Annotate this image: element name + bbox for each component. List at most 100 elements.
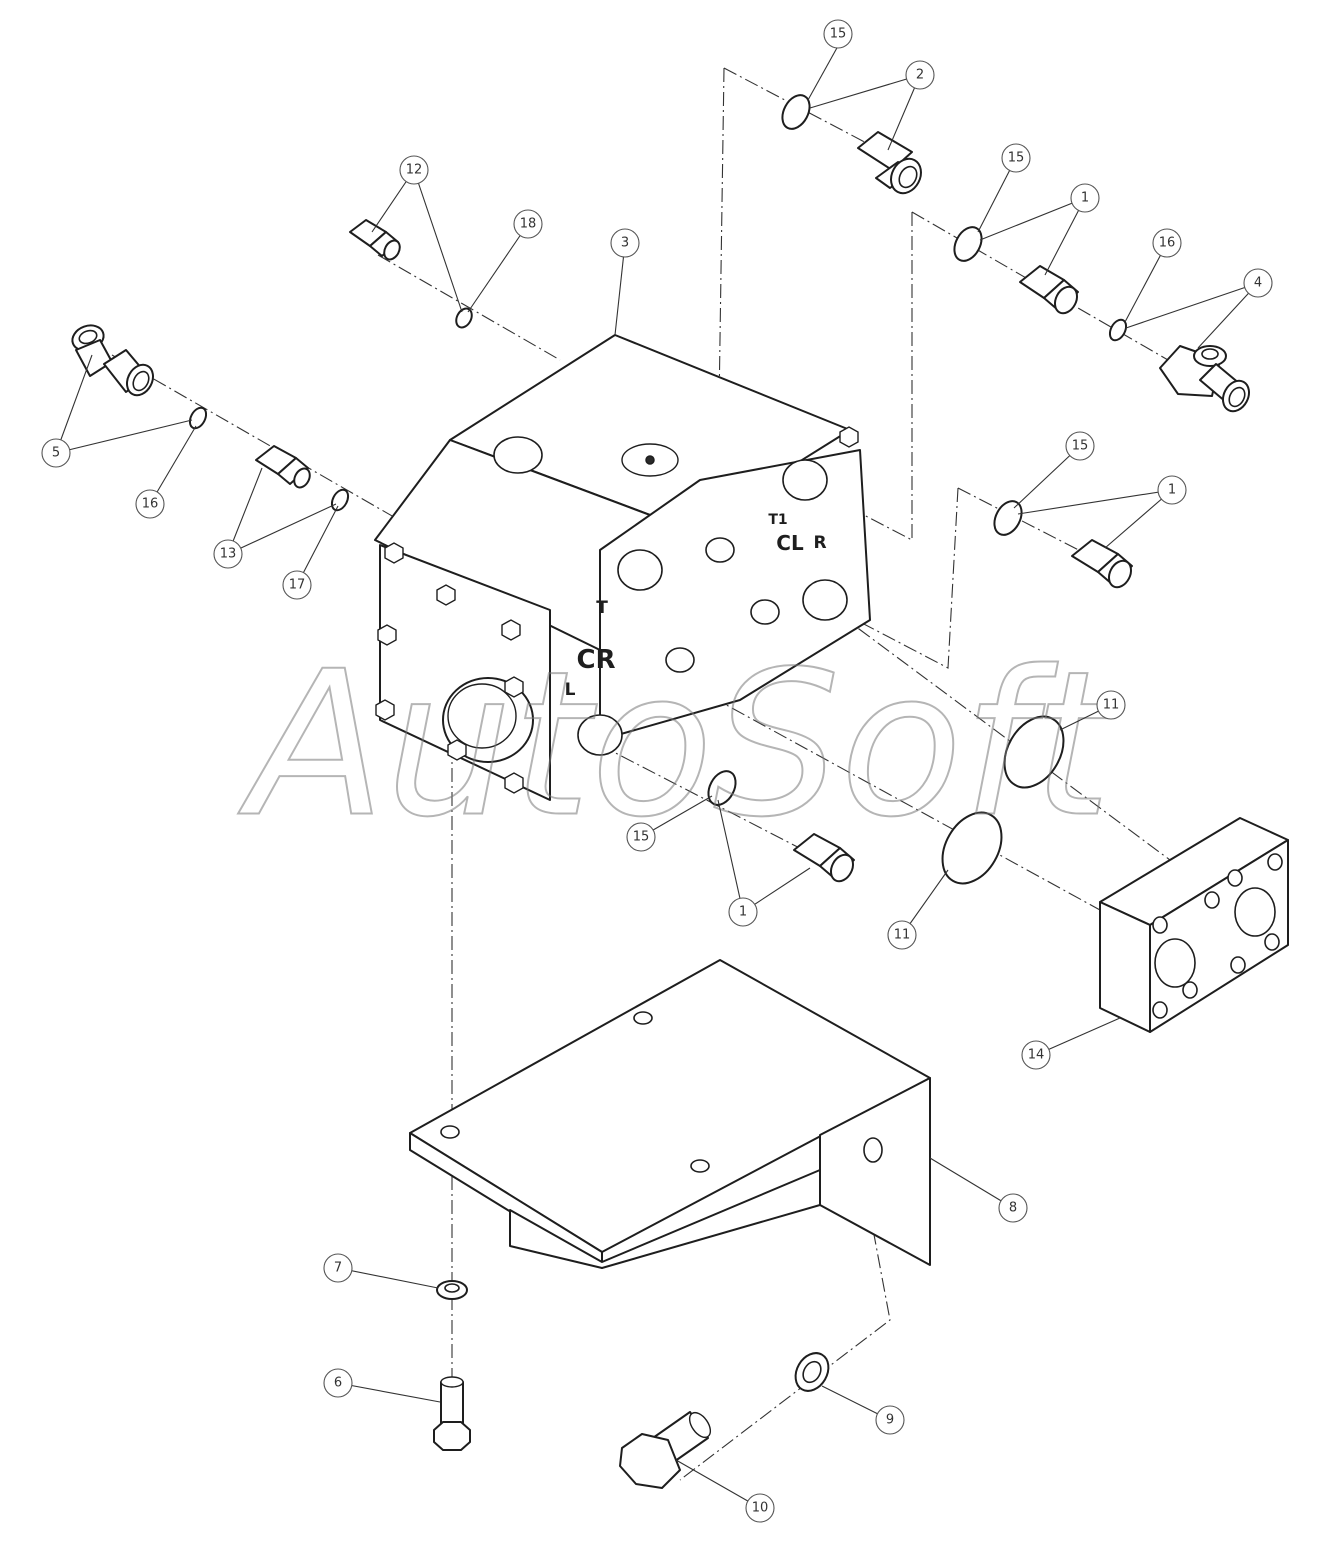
callout-8-label: 8 [1009, 1201, 1017, 1216]
leader-c8 [929, 1157, 1014, 1209]
callout-5-label: 5 [52, 446, 60, 461]
o-ring-11-lower [941, 811, 1003, 885]
leader-c4 [1125, 282, 1259, 349]
callout-1c: 1 [728, 897, 758, 927]
callout-13: 13 [213, 539, 243, 569]
o-ring-17 [330, 488, 350, 512]
callout-1a-label: 1 [1081, 191, 1089, 206]
callout-17: 17 [282, 570, 312, 600]
callout-12-label: 12 [406, 163, 423, 178]
flange-port-2 [1234, 887, 1276, 937]
callout-10-label: 10 [752, 1501, 769, 1516]
fitting-1-right [1071, 539, 1133, 589]
leader-c7 [337, 1267, 439, 1289]
valve-plate-hole-3 [750, 599, 780, 625]
valve-plate-hole-1 [705, 537, 735, 563]
axis-fitting-1-lower [599, 744, 816, 857]
leader-c16b [149, 425, 197, 505]
callout-14-label: 14 [1028, 1048, 1045, 1063]
callout-15d: 15 [626, 822, 656, 852]
leader-c18 [467, 223, 529, 313]
axis-fitting-5-13 [111, 354, 421, 533]
callout-4: 4 [1243, 268, 1273, 298]
callout-16a: 16 [1152, 228, 1182, 258]
callout-1c-label: 1 [739, 905, 747, 920]
valve-bolt-head-6 [504, 676, 524, 698]
callout-14: 14 [1021, 1040, 1051, 1070]
leader-c2 [809, 74, 921, 151]
flange-bolt-hole-7 [1230, 956, 1246, 974]
fitting-12 [349, 219, 401, 261]
flange-bolt-hole-6 [1182, 981, 1198, 999]
callout-15a-label: 15 [830, 27, 847, 42]
o-ring-16-right [1108, 318, 1128, 342]
callout-12: 12 [399, 155, 429, 185]
callout-8: 8 [998, 1193, 1028, 1223]
flange-bolt-hole-1 [1152, 916, 1168, 934]
flange-block [1099, 817, 1289, 1033]
washer-7 [436, 1280, 468, 1300]
valve-bolt-head-8 [504, 772, 524, 794]
callout-16b: 16 [135, 489, 165, 519]
callout-2: 2 [905, 60, 935, 90]
callout-10: 10 [745, 1493, 775, 1523]
callout-18: 18 [513, 209, 543, 239]
hydraulic-fittings [71, 131, 1250, 883]
callout-7-label: 7 [334, 1261, 342, 1276]
valve-bolt-head-4 [501, 619, 521, 641]
valve-plate-hole-2 [665, 647, 695, 673]
seal-rings [188, 94, 1128, 885]
callout-1b-label: 1 [1168, 483, 1176, 498]
valve-front-cap-inner [447, 683, 517, 749]
port-label-cl: CL [776, 531, 804, 555]
callout-16a-label: 16 [1159, 236, 1176, 251]
valve-top-plug-socket [645, 455, 655, 465]
callout-bubbles: 1 1 1 2 3 4 5 6 7 8 9 10 11 11 12 13 14 … [41, 19, 1273, 1523]
o-ring-18 [455, 307, 473, 329]
callout-15a: 15 [823, 19, 853, 49]
callout-16b-label: 16 [142, 497, 159, 512]
flange-bolt-hole-3 [1227, 869, 1243, 887]
o-ring-15-top [781, 94, 811, 130]
flange-port-1 [1154, 938, 1196, 988]
valve-bolt-head-3 [377, 624, 397, 646]
watermark-text: AutoSoft [238, 629, 1118, 862]
o-ring-16-left [188, 406, 208, 430]
flange-bolt-hole-5 [1152, 1001, 1168, 1019]
bracket-rib [509, 1169, 821, 1269]
leader-c6 [337, 1382, 441, 1403]
flange-bolt-hole-2 [1204, 891, 1220, 909]
valve-port-cl [617, 549, 663, 591]
flange-bolt-hole-8 [1264, 933, 1280, 951]
callout-15b-label: 15 [1008, 151, 1025, 166]
callout-11b-label: 11 [894, 928, 911, 943]
leader-c17 [296, 505, 339, 586]
leader-c16a [1124, 242, 1168, 323]
bracket-hole-1 [440, 1125, 460, 1139]
callout-15d-label: 15 [633, 830, 650, 845]
fitting-2 [857, 131, 922, 195]
valve-bolt-head-2 [436, 584, 456, 606]
flange-front-face [1099, 901, 1151, 1033]
callout-15b: 15 [1001, 143, 1031, 173]
callout-13-label: 13 [220, 547, 237, 562]
callout-9: 9 [875, 1405, 905, 1435]
valve-bolt-head-9 [839, 426, 859, 448]
callout-17-label: 17 [289, 578, 306, 593]
steering-valve-body: T CR L T1 CL R [374, 334, 871, 801]
callout-4-label: 4 [1254, 276, 1262, 291]
valve-port-l [577, 714, 623, 756]
callout-11b: 11 [887, 920, 917, 950]
fitting-5 [71, 324, 154, 397]
callout-15c: 15 [1065, 431, 1095, 461]
valve-bolt-head-5 [375, 699, 395, 721]
callout-15c-label: 15 [1072, 439, 1089, 454]
leader-c14 [1035, 1017, 1121, 1056]
fitting-1-lower [793, 833, 855, 883]
axis-flange-lower [689, 684, 1101, 911]
o-ring-15-upper [953, 226, 983, 262]
leader-c15a [807, 45, 839, 101]
bracket-hole-2 [633, 1011, 653, 1025]
